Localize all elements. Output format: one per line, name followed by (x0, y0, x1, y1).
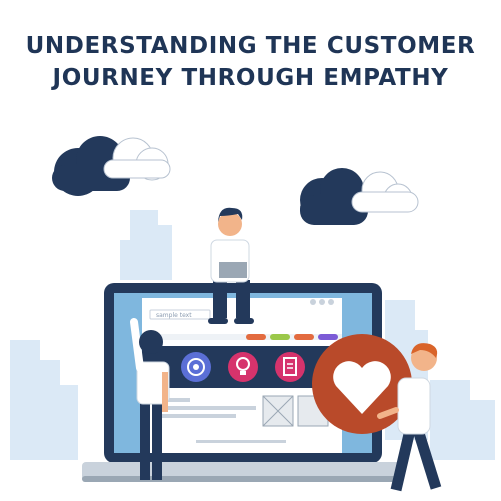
person-holding-heart (377, 343, 442, 492)
person-sitting (208, 207, 254, 324)
cloud-icon (300, 168, 419, 225)
person-pointing (130, 318, 170, 480)
search-box-text: sample text (156, 312, 192, 319)
clipboard-icon (275, 352, 305, 382)
heart-icon (312, 334, 412, 434)
title-line-1: UNDERSTANDING THE CUSTOMER (25, 33, 476, 59)
gear-icon (181, 352, 211, 382)
image-placeholder-icon (262, 395, 294, 427)
page-title: UNDERSTANDING THE CUSTOMER JOURNEY THROU… (0, 30, 501, 94)
title-line-2: JOURNEY THROUGH EMPATHY (52, 65, 449, 91)
lightbulb-icon (228, 352, 258, 382)
cloud-icon (52, 136, 171, 196)
